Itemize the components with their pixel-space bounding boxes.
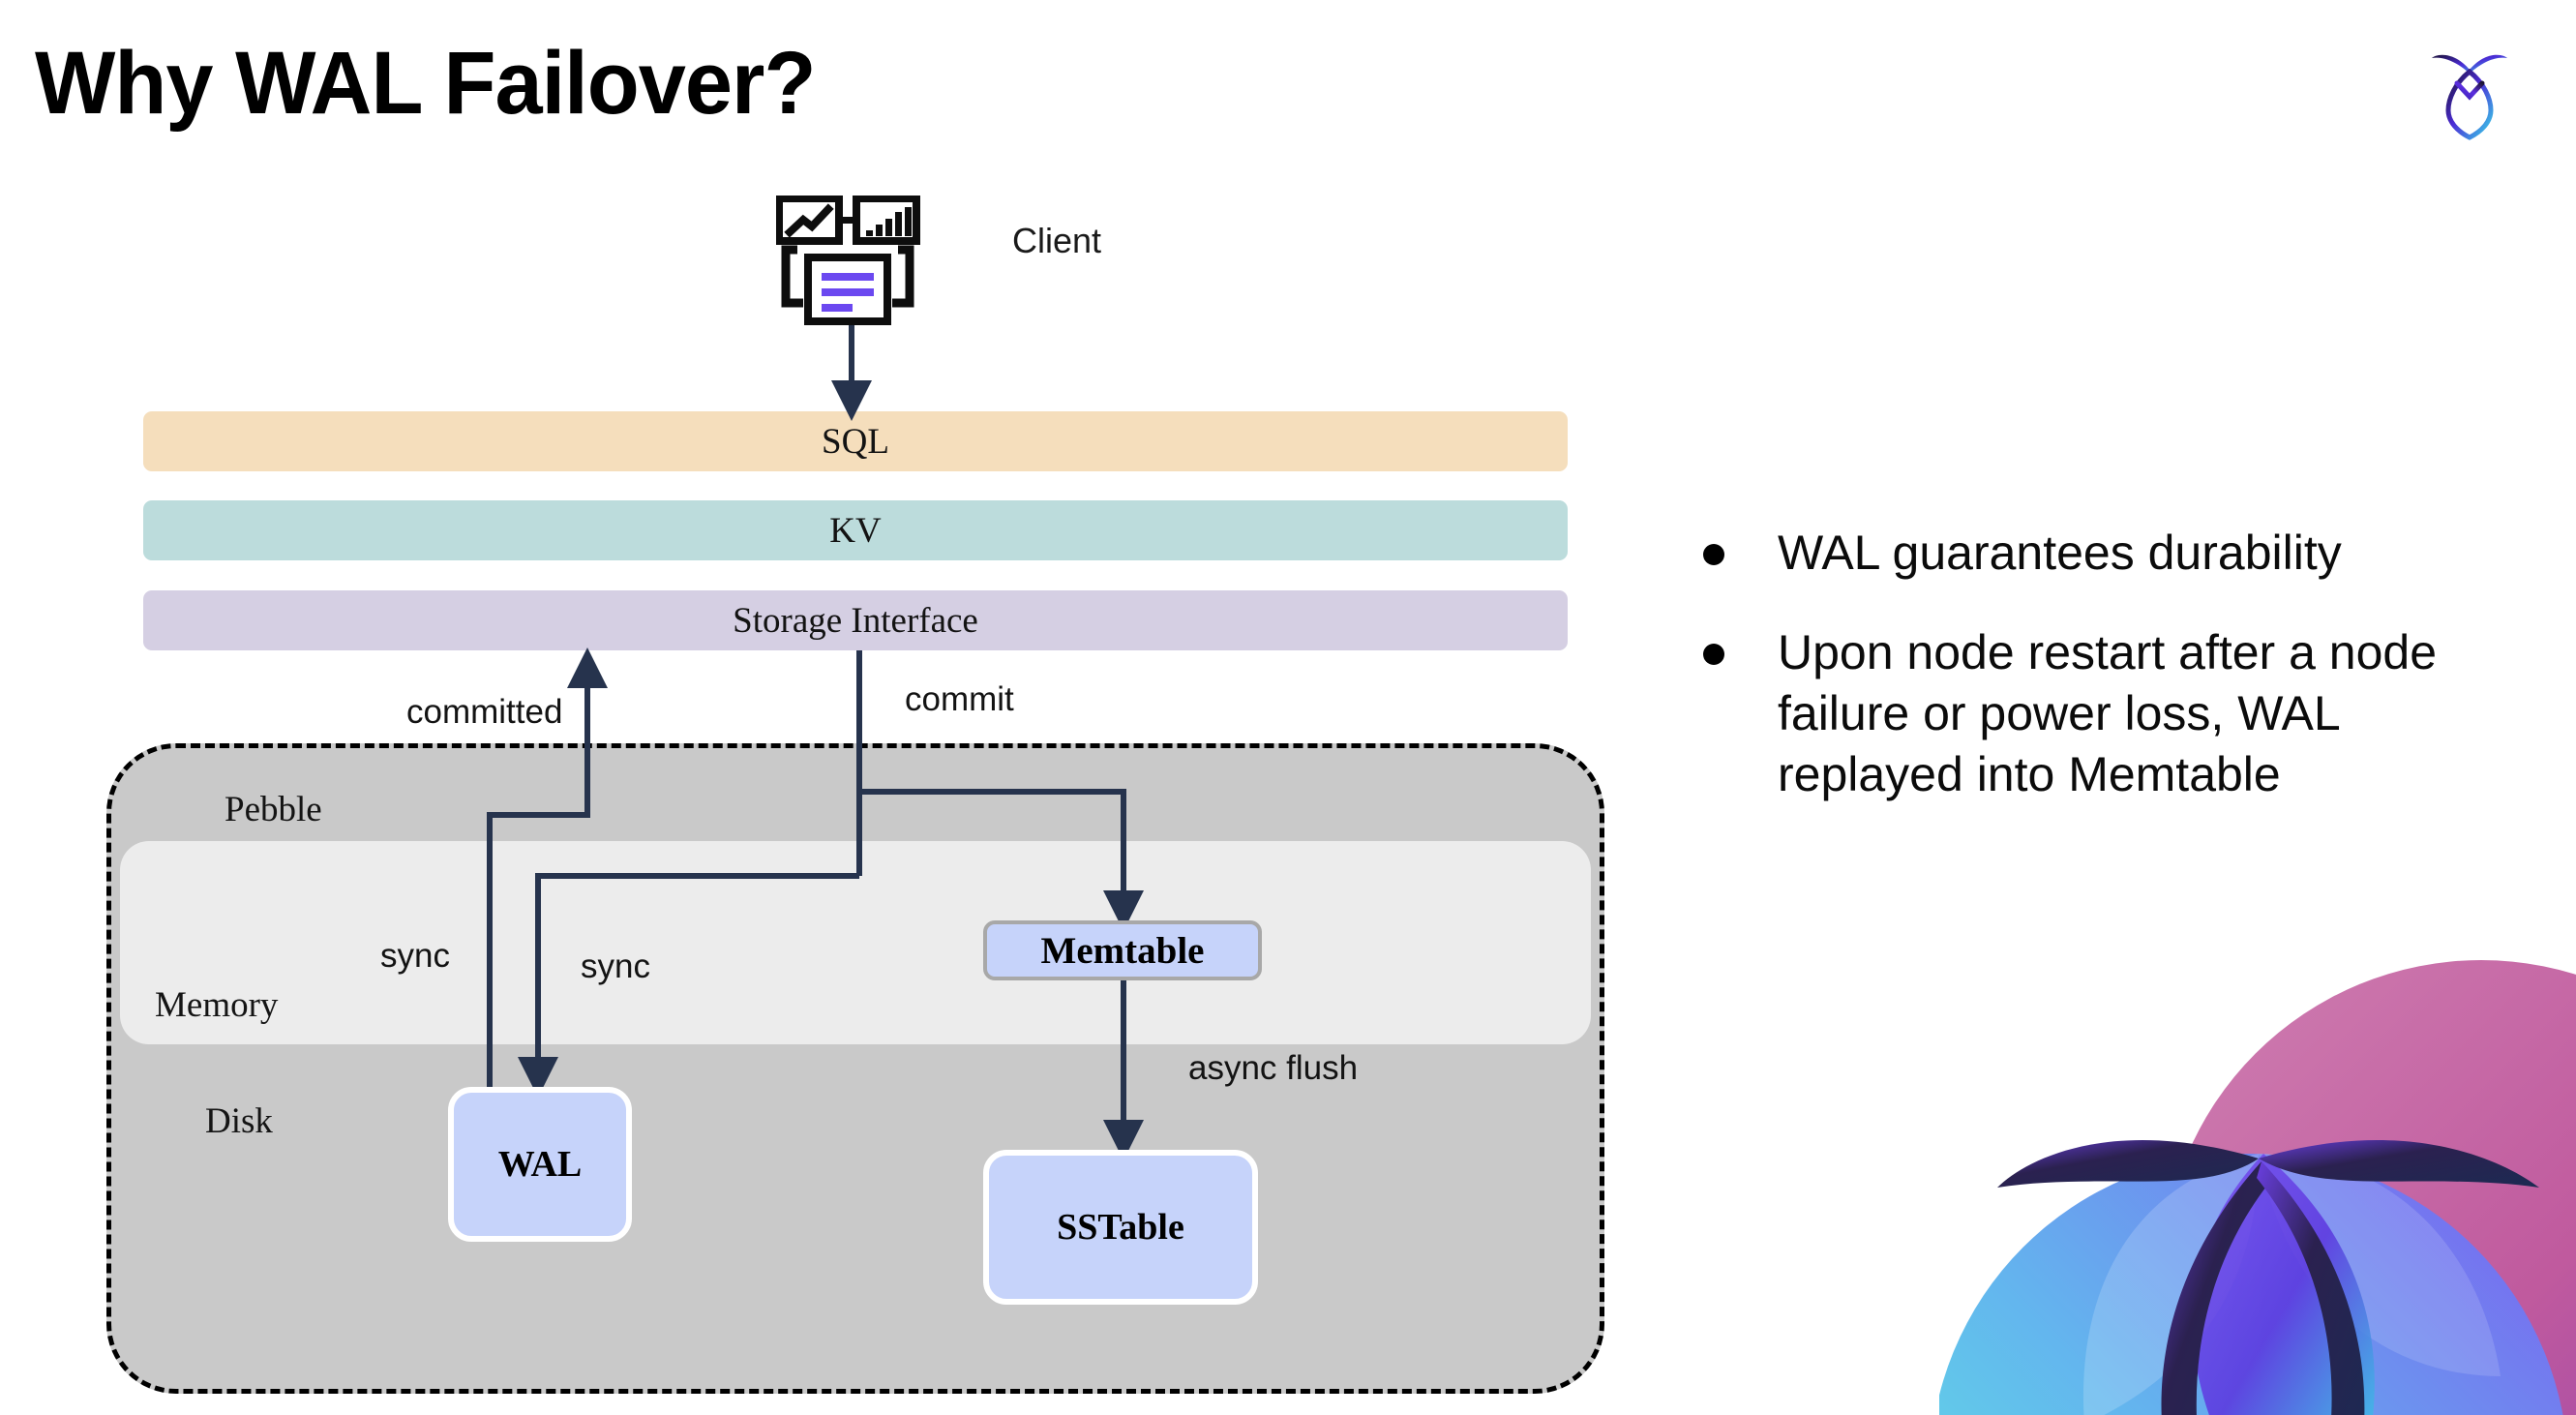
list-item: Upon node restart after a node failure o…	[1703, 622, 2535, 805]
bullet-text: WAL guarantees durability	[1778, 526, 2342, 580]
node-sstable-label: SSTable	[1057, 1207, 1184, 1248]
edge-label-commit: commit	[905, 680, 1014, 718]
edge-label-sync-b: sync	[581, 948, 650, 985]
node-sstable[interactable]: SSTable	[983, 1150, 1258, 1305]
pebble-label: Pebble	[225, 790, 322, 829]
layer-bar-storage-interface[interactable]: Storage Interface	[143, 590, 1568, 650]
bullet-text: Upon node restart after a node failure o…	[1778, 625, 2438, 801]
cockroachdb-decorative-logo-icon	[1939, 921, 2576, 1415]
list-item: WAL guarantees durability	[1703, 523, 2535, 584]
node-wal[interactable]: WAL	[448, 1087, 632, 1242]
edge-label-committed: committed	[406, 693, 563, 731]
client-label: Client	[1012, 221, 1102, 260]
disk-zone-label: Disk	[205, 1101, 273, 1141]
cockroachdb-logo-icon	[2416, 41, 2523, 147]
layer-bar-sql-label: SQL	[822, 421, 889, 462]
bullet-dot-icon	[1703, 644, 1724, 665]
bullet-list: WAL guarantees durability Upon node rest…	[1703, 523, 2535, 844]
node-wal-label: WAL	[497, 1144, 583, 1185]
bullet-dot-icon	[1703, 544, 1724, 565]
layer-bar-storage-interface-label: Storage Interface	[733, 600, 978, 641]
memory-zone	[120, 841, 1591, 1044]
memory-zone-label: Memory	[155, 985, 279, 1025]
edge-label-sync-a: sync	[380, 937, 450, 975]
layer-bar-sql[interactable]: SQL	[143, 411, 1568, 471]
page-title: Why WAL Failover?	[35, 34, 816, 133]
node-memtable-label: Memtable	[1040, 929, 1205, 972]
layer-bar-kv-label: KV	[829, 510, 882, 551]
layer-bar-kv[interactable]: KV	[143, 500, 1568, 560]
edge-label-async-flush: async flush	[1188, 1049, 1359, 1087]
node-memtable[interactable]: Memtable	[983, 920, 1262, 980]
client-dashboard-icon	[775, 195, 927, 325]
